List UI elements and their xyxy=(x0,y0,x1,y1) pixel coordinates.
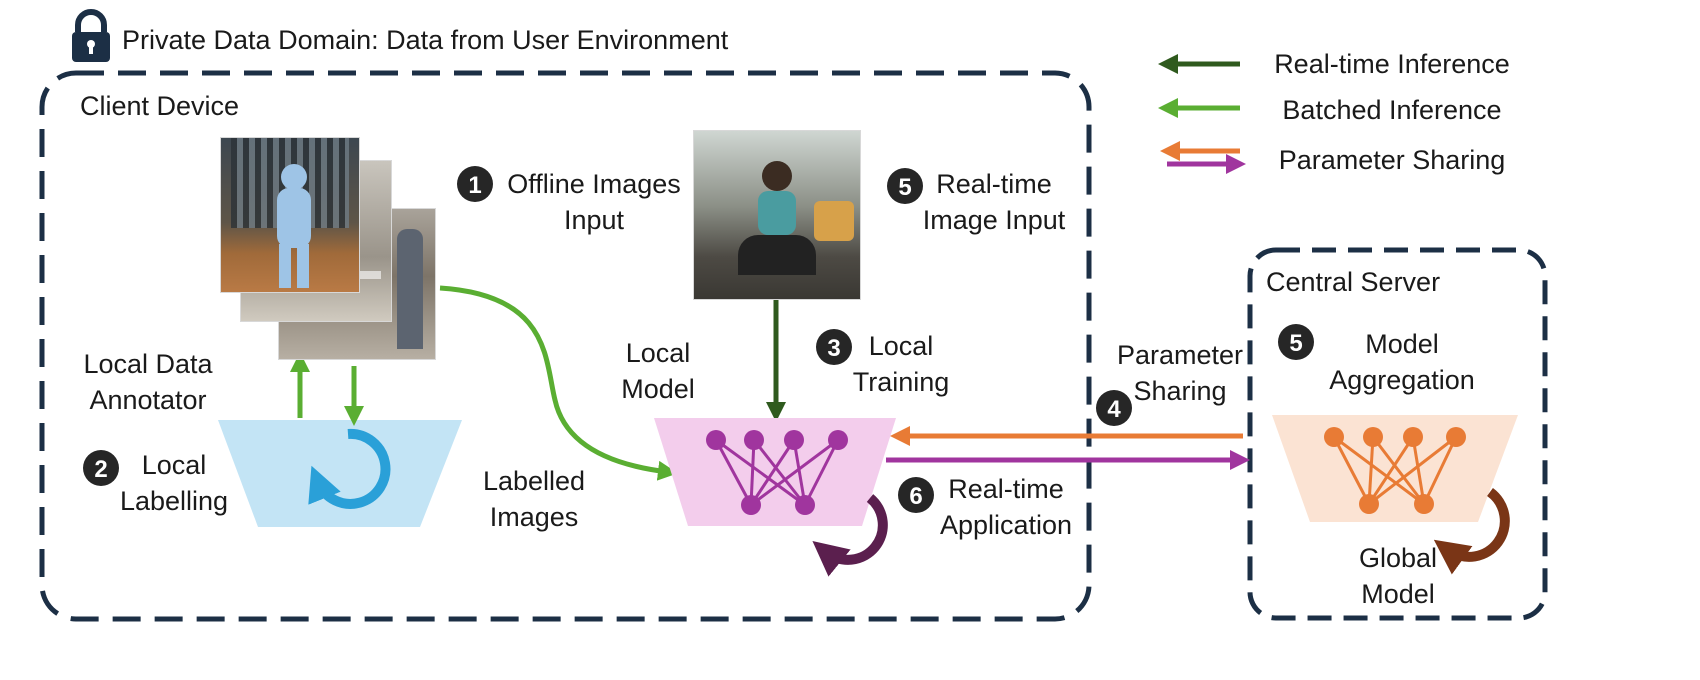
step-badge-4: 4 xyxy=(1096,390,1132,426)
page-title: Private Data Domain: Data from User Envi… xyxy=(122,25,729,55)
step-badge-3: 3 xyxy=(816,329,852,365)
svg-text:3: 3 xyxy=(827,335,840,362)
local-model-shape xyxy=(654,418,896,526)
global-model-nodes xyxy=(1324,427,1466,514)
local-model-network-icon xyxy=(714,438,840,507)
local-model-loop-arrow xyxy=(812,494,888,577)
central-server-title: Central Server xyxy=(1266,267,1441,297)
legend-label-param: Parameter Sharing xyxy=(1278,145,1506,175)
parameter-sharing-label: Parameter Sharing xyxy=(1116,340,1244,406)
realtime-input-label: Real-time Image Input xyxy=(922,169,1066,235)
local-model-label: Local Model xyxy=(621,338,695,404)
step-badge-5-server: 5 xyxy=(1278,324,1314,360)
step-badge-1: 1 xyxy=(457,166,493,202)
central-server-boundary xyxy=(1247,247,1548,621)
global-model-network-icon xyxy=(1332,435,1458,506)
global-model-shape xyxy=(1272,415,1518,522)
offline-images-label: Offline Images Input xyxy=(507,169,681,235)
svg-text:4: 4 xyxy=(1107,396,1121,423)
step-badge-5-client: 5 xyxy=(887,168,923,204)
local-training-label: Local Training xyxy=(852,331,950,397)
labelled-images-label: Labelled Images xyxy=(482,466,586,532)
svg-text:2: 2 xyxy=(94,456,107,483)
client-device-boundary xyxy=(39,70,1092,622)
labelled-images-arrow xyxy=(439,285,678,481)
annotator-shape xyxy=(218,420,462,527)
svg-text:1: 1 xyxy=(468,172,481,199)
annotator-label: Local Data Annotator xyxy=(83,349,213,415)
model-aggregation-label: Model Aggregation xyxy=(1329,329,1475,395)
svg-text:5: 5 xyxy=(1289,330,1302,357)
realtime-application-label: Real-time Application xyxy=(939,474,1073,540)
legend-label-realtime: Real-time Inference xyxy=(1274,49,1510,79)
refresh-icon xyxy=(308,428,391,509)
step-badge-6: 6 xyxy=(898,477,934,513)
offline-image-1 xyxy=(220,137,360,293)
legend-label-batched: Batched Inference xyxy=(1282,95,1502,125)
lock-icon xyxy=(72,9,110,62)
global-model-label: Global Model xyxy=(1358,543,1438,609)
client-device-title: Client Device xyxy=(80,91,240,121)
step-badge-2: 2 xyxy=(83,450,119,486)
global-model-loop-arrow xyxy=(1433,487,1510,575)
local-model-nodes xyxy=(706,430,848,515)
local-labelling-label: Local Labelling xyxy=(119,450,229,516)
svg-text:6: 6 xyxy=(909,483,922,510)
svg-text:5: 5 xyxy=(898,174,911,201)
realtime-image xyxy=(693,130,861,300)
